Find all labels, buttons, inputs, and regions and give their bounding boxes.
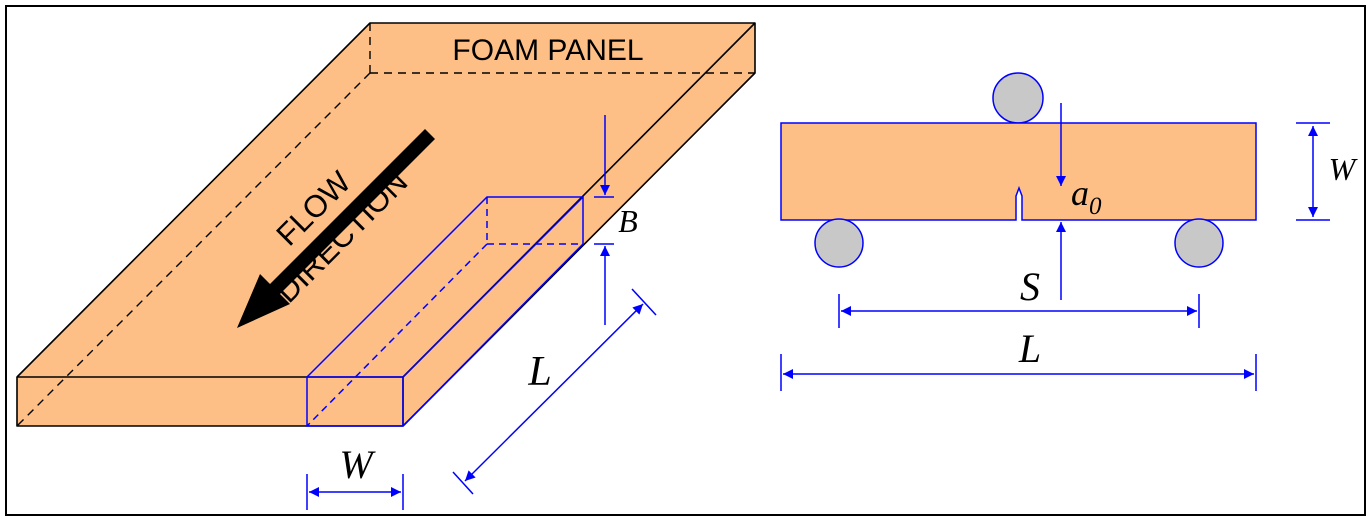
specimen-length-label: L bbox=[527, 349, 551, 395]
beam-length-dimension bbox=[780, 354, 1257, 391]
roller-support-icon bbox=[1174, 218, 1224, 268]
specimen-width-dimension bbox=[306, 474, 404, 510]
beam-length-label: L bbox=[1018, 326, 1041, 371]
span-label: S bbox=[1020, 264, 1040, 309]
roller-support-icon bbox=[814, 218, 864, 268]
flow-arrow-icon bbox=[237, 129, 435, 328]
beam bbox=[780, 122, 1257, 221]
span-dimension bbox=[838, 294, 1200, 328]
specimen-outline bbox=[306, 196, 584, 427]
crack-label: a0 bbox=[1071, 173, 1102, 220]
specimen-length-dimension bbox=[452, 288, 657, 495]
panel-title: FOAM PANEL bbox=[452, 34, 643, 67]
load-roller-icon bbox=[992, 72, 1044, 124]
specimen-width-label: W bbox=[339, 442, 376, 487]
beam-height-dimension bbox=[1296, 122, 1330, 221]
thickness-label: B bbox=[618, 203, 638, 239]
beam-height-label: W bbox=[1329, 151, 1359, 187]
